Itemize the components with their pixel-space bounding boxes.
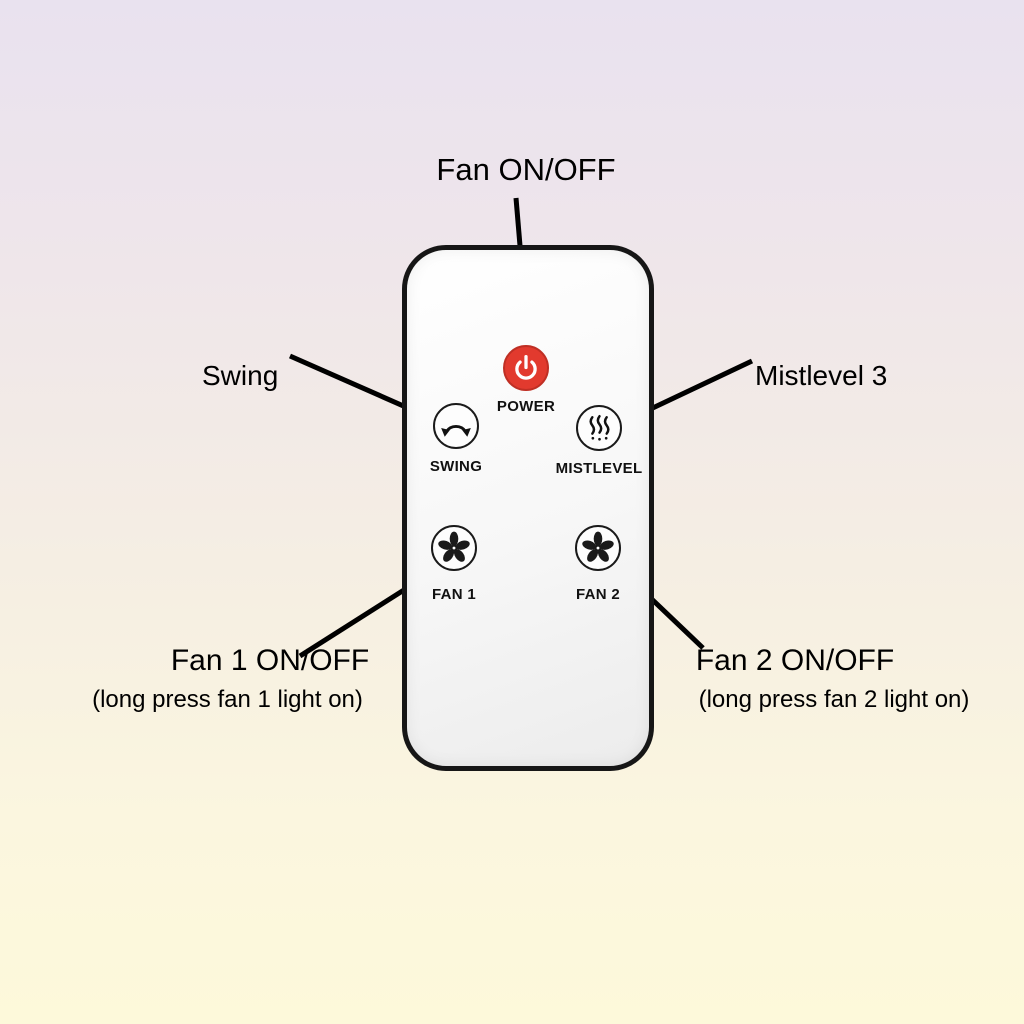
- swing-button-label: SWING: [429, 458, 483, 475]
- remote-control: POWER SWING MISTLEVEL: [402, 245, 654, 771]
- callout-fan1-title: Fan 1 ON/OFF: [170, 644, 370, 677]
- callout-fan-onoff: Fan ON/OFF: [436, 152, 616, 187]
- mistlevel-button[interactable]: [576, 405, 622, 451]
- callout-fan2-title: Fan 2 ON/OFF: [695, 644, 895, 677]
- mist-icon: [589, 414, 610, 441]
- callout-swing: Swing: [202, 360, 279, 391]
- fan2-icon: [582, 531, 614, 562]
- power-icon: [515, 354, 537, 380]
- power-button-label: POWER: [496, 398, 556, 415]
- swing-icon: [441, 425, 471, 437]
- callout-fan1-subtext: (long press fan 1 light on): [92, 686, 363, 713]
- fan2-button-label: FAN 2: [575, 586, 620, 603]
- fan1-button[interactable]: [431, 525, 477, 571]
- callout-fan2-subtext: (long press fan 2 light on): [698, 686, 970, 713]
- power-button[interactable]: [503, 345, 549, 391]
- fan1-icon: [438, 531, 470, 562]
- mistlevel-button-label: MISTLEVEL: [555, 460, 643, 477]
- swing-button[interactable]: [433, 403, 479, 449]
- fan1-button-label: FAN 1: [431, 586, 476, 603]
- fan2-button[interactable]: [575, 525, 621, 571]
- callout-mistlevel: Mistlevel 3: [755, 360, 888, 391]
